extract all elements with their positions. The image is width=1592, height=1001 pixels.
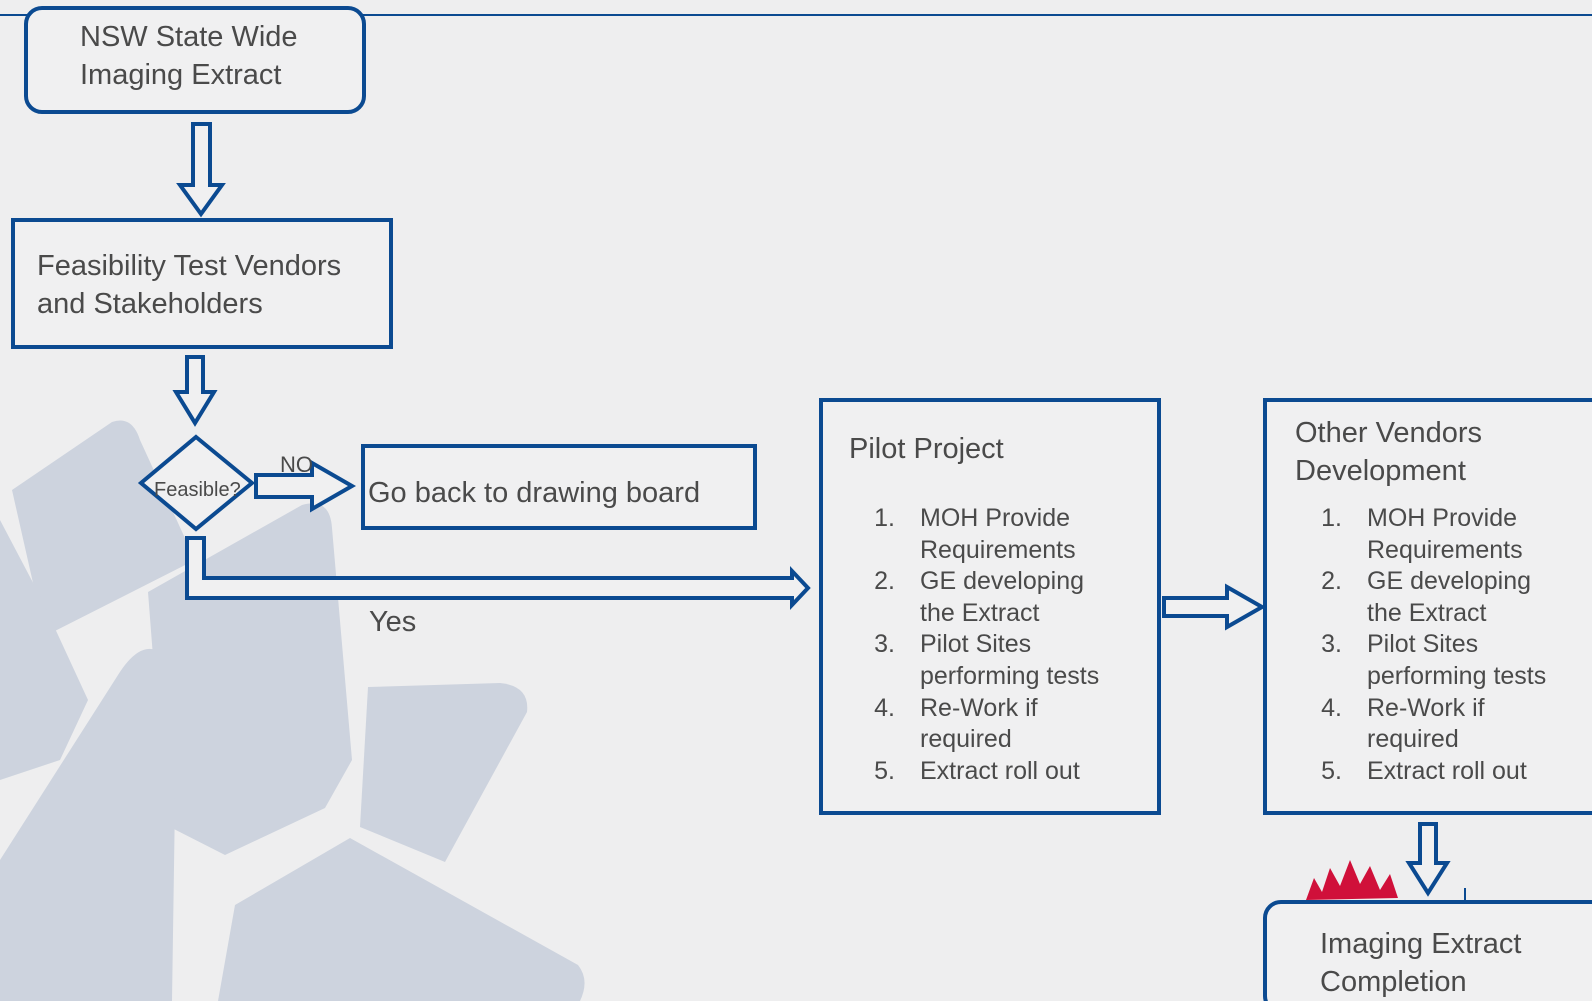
vendors-step-text: MOH Provide Requirements (1367, 504, 1523, 564)
pilot-step-number: 2. (874, 567, 895, 596)
vendors-step-number: 3. (1321, 630, 1342, 659)
pilot-step-number: 1. (874, 504, 895, 532)
arrow-vendors-to-completion (1405, 822, 1451, 897)
decision-label: Feasible? (154, 479, 241, 501)
vendors-step-number: 1. (1321, 504, 1342, 532)
pilot-step-number: 5. (874, 756, 895, 785)
arrow-start-to-feasibility (176, 122, 226, 218)
pilot-step-number: 4. (874, 693, 895, 722)
vendors-steps-list: 1. MOH Provide Requirements 2. GE developin… (1302, 503, 1557, 787)
start-box-label: NSW State Wide Imaging Extract (80, 21, 298, 91)
decision-diamond (137, 434, 256, 532)
pilot-step-text: Re-Work if required (920, 693, 1038, 754)
vendors-step: 1. MOH Provide Requirements (1302, 503, 1557, 566)
vendors-step: 3. Pilot Sites performing tests (1302, 629, 1557, 692)
completion-box (1263, 900, 1592, 1001)
pilot-step: 5. Extract roll out (855, 756, 1110, 788)
feasibility-box-label: Feasibility Test Vendors and Stakeholder… (37, 250, 342, 320)
no-box-label: Go back to drawing board (368, 477, 701, 509)
pilot-step-text: Extract roll out (920, 756, 1080, 785)
vendors-step: 5. Extract roll out (1302, 756, 1557, 788)
pilot-step-text: MOH Provide Requirements (920, 504, 1076, 564)
arrow-pilot-to-vendors (1162, 583, 1267, 631)
no-box (361, 444, 757, 530)
pilot-step: 4. Re-Work if required (855, 693, 1110, 756)
vendors-step-text: Extract roll out (1367, 756, 1527, 785)
pilot-steps-list: 1. MOH Provide Requirements 2. GE developin… (855, 503, 1110, 787)
completion-box-label: Imaging Extract Completion (1320, 928, 1522, 998)
yes-label: Yes (369, 606, 417, 638)
vendors-step: 2. GE developing the Extract (1302, 566, 1557, 629)
vendors-step-number: 4. (1321, 693, 1342, 722)
pilot-step: 2. GE developing the Extract (855, 566, 1110, 629)
vendors-step-text: Re-Work if required (1367, 693, 1485, 754)
vendors-box-title: Other Vendors Development (1295, 417, 1482, 487)
vendors-step-number: 2. (1321, 567, 1342, 596)
pilot-step-text: Pilot Sites performing tests (920, 630, 1100, 690)
pilot-box-title: Pilot Project (849, 433, 1004, 465)
arrow-yes (185, 536, 811, 611)
pilot-step-text: GE developing the Extract (920, 567, 1085, 627)
vendors-step-number: 5. (1321, 756, 1342, 785)
arrow-no (254, 459, 357, 513)
vendors-box (1263, 398, 1592, 815)
pilot-step: 1. MOH Provide Requirements (855, 503, 1110, 566)
vendors-step-text: GE developing the Extract (1367, 567, 1532, 627)
vendors-step: 4. Re-Work if required (1302, 693, 1557, 756)
pilot-step-number: 3. (874, 630, 895, 659)
arrow-feasibility-to-decision (172, 355, 218, 427)
start-box (24, 6, 366, 114)
pilot-step: 3. Pilot Sites performing tests (855, 629, 1110, 692)
no-label: NO (280, 452, 313, 477)
pilot-box (819, 398, 1161, 815)
vendors-step-text: Pilot Sites performing tests (1367, 630, 1547, 690)
feasibility-box (11, 218, 393, 349)
